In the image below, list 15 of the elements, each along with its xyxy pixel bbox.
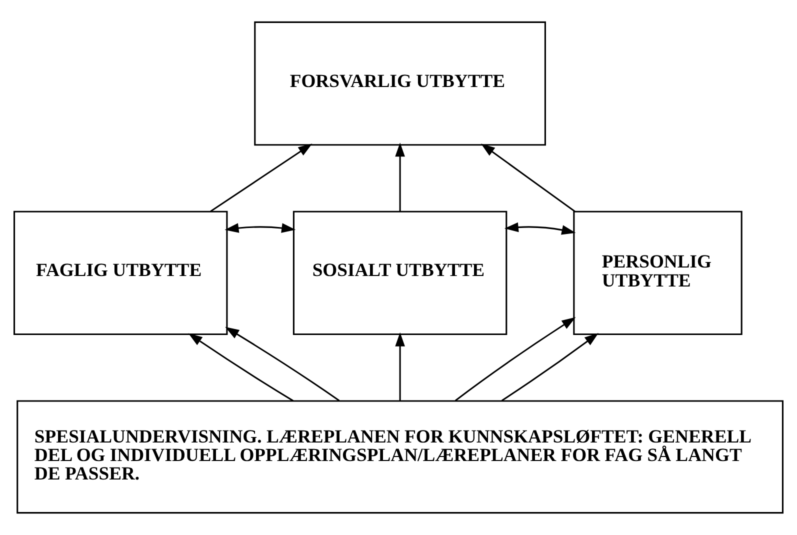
arrow: [395, 332, 405, 401]
arrow: [501, 333, 599, 402]
node-box: PERSONLIG UTBYTTE: [573, 210, 742, 336]
arrow: [210, 144, 312, 212]
node-box: SOSIALT UTBYTTE: [292, 210, 508, 336]
arrow: [395, 142, 405, 212]
arrow: [225, 326, 340, 402]
arrow: [188, 333, 294, 402]
arrow: [504, 222, 576, 235]
node-box: FAGLIG UTBYTTE: [14, 210, 228, 336]
arrow: [454, 317, 576, 402]
arrow: [224, 223, 296, 233]
node-box: SPESIALUNDERVISNING. LÆREPLANEN FOR KUNNSKAPSLØFTET: GENERELL DEL OG INDIVIDUELL OPPLÆRINGSPLAN/LÆREPLANER FOR FAG SÅ LANGT DE PASSER.: [16, 400, 784, 514]
node-box: FORSVARLIG UTBYTTE: [254, 21, 546, 146]
arrow: [480, 144, 576, 212]
